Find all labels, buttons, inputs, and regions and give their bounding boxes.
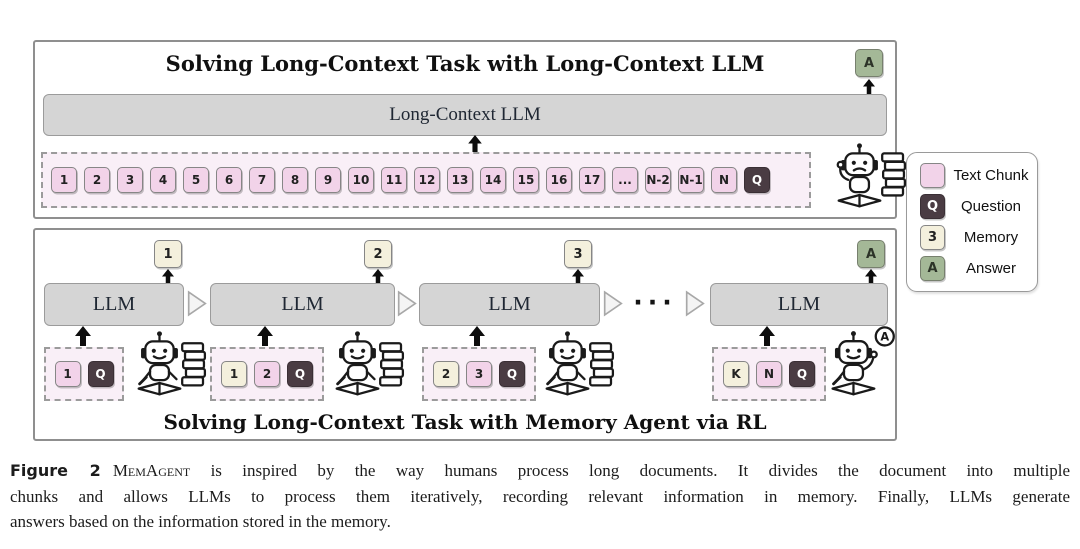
legend-label: Answer xyxy=(965,260,1017,277)
long-context-llm-bar: Long-Context LLM xyxy=(43,94,887,136)
llm-label: LLM xyxy=(488,293,531,315)
ellipsis-separator: ··· xyxy=(633,288,677,317)
chunk-box: 8 xyxy=(282,167,308,193)
llm-label: LLM xyxy=(92,293,136,315)
up-arrow-icon xyxy=(257,326,273,346)
figure-label: Figure 2 xyxy=(10,461,101,480)
caption-line-3: answers based on the information stored … xyxy=(10,512,391,531)
legend-item-question: Q Question xyxy=(907,194,1037,219)
chunk-box: N xyxy=(756,361,782,387)
chunk-box: ... xyxy=(612,167,638,193)
memory-swatch: 3 xyxy=(920,225,945,250)
up-arrow-icon xyxy=(865,269,877,284)
chunk-box: 9 xyxy=(315,167,341,193)
legend-label: Question xyxy=(960,198,1022,215)
memory-box: K xyxy=(723,361,749,387)
chunk-box: 17 xyxy=(579,167,605,193)
memory-output-box: 1 xyxy=(154,240,182,268)
svg-text:A: A xyxy=(880,330,889,344)
legend-label: Memory xyxy=(963,229,1019,246)
chunk-box: N-1 xyxy=(678,167,704,193)
legend: Text Chunk Q Question 3 Memory A Answer xyxy=(906,152,1038,292)
legend-item-memory: 3 Memory xyxy=(907,225,1037,250)
llm-box: LLM xyxy=(419,283,600,326)
up-arrow-icon xyxy=(468,135,482,152)
up-arrow-icon xyxy=(759,326,775,346)
chunk-box: 12 xyxy=(414,167,440,193)
chunk-box: 5 xyxy=(183,167,209,193)
writing-robot-icon xyxy=(137,331,207,396)
llm-box: LLM xyxy=(210,283,395,326)
caption-line-2: chunks and allows LLMs to process them i… xyxy=(10,486,1070,506)
figure-caption: Figure 2 MemAgent is inspired by the way … xyxy=(10,458,1070,535)
up-arrow-icon xyxy=(372,269,384,284)
answer-output-box: A xyxy=(857,240,885,268)
triangle-separator-icon xyxy=(187,290,207,317)
caption-text: is inspired by the way humans process lo… xyxy=(210,461,1071,480)
memory-output-box: 2 xyxy=(364,240,392,268)
legend-label: Text Chunk xyxy=(953,167,1029,184)
question-swatch: Q xyxy=(920,194,945,219)
chunk-box: 1 xyxy=(54,361,81,387)
writing-robot-icon xyxy=(545,331,615,396)
question-box: Q xyxy=(789,361,815,387)
chunk-box: 1 xyxy=(51,167,77,193)
chunk-box: 3 xyxy=(466,361,492,387)
triangle-separator-icon xyxy=(603,290,623,317)
chunk-box: 15 xyxy=(513,167,539,193)
chunk-box: 11 xyxy=(381,167,407,193)
up-arrow-icon xyxy=(469,326,485,346)
up-arrow-icon xyxy=(572,269,584,284)
answer-robot-icon: A xyxy=(831,326,895,396)
question-box: Q xyxy=(499,361,525,387)
chunk-box: N xyxy=(711,167,737,193)
legend-item-text-chunk: Text Chunk xyxy=(907,163,1037,188)
llm-label: LLM xyxy=(777,293,821,315)
chunk-box: 16 xyxy=(546,167,572,193)
memagent-brand: MemAgent xyxy=(112,461,191,480)
caption-line-1: Figure 2 MemAgent is inspired by the way … xyxy=(10,458,1070,484)
writing-robot-icon xyxy=(335,331,405,396)
chunk-box: 4 xyxy=(150,167,176,193)
memory-output-box: 3 xyxy=(564,240,592,268)
question-box: Q xyxy=(87,361,114,387)
llm-label: LLM xyxy=(281,293,324,315)
legend-item-answer: A Answer xyxy=(907,256,1037,281)
long-context-llm-label: Long-Context LLM xyxy=(389,104,541,125)
triangle-separator-icon xyxy=(397,290,417,317)
bottom-panel-title: Solving Long-Context Task with Memory Ag… xyxy=(163,410,767,434)
chunk-box: 7 xyxy=(249,167,275,193)
top-panel-title: Solving Long-Context Task with Long-Cont… xyxy=(165,51,765,76)
text-chunk-swatch xyxy=(920,163,945,188)
up-arrow-icon xyxy=(162,269,174,284)
question-box: Q xyxy=(287,361,313,387)
question-box: Q xyxy=(744,167,770,193)
llm-box: LLM xyxy=(44,283,184,326)
triangle-separator-icon xyxy=(685,290,705,317)
chunk-box: 3 xyxy=(117,167,143,193)
chunk-box: 10 xyxy=(348,167,374,193)
top-panel: Solving Long-Context Task with Long-Cont… xyxy=(33,40,907,219)
answer-box: A xyxy=(855,49,883,77)
chunk-box: N-2 xyxy=(645,167,671,193)
chunk-box: 13 xyxy=(447,167,473,193)
memory-box: 1 xyxy=(221,361,247,387)
chunk-box: 14 xyxy=(480,167,506,193)
confused-robot-icon xyxy=(836,143,907,208)
up-arrow-icon xyxy=(863,79,875,94)
chunk-box: 2 xyxy=(254,361,280,387)
chunk-box: 6 xyxy=(216,167,242,193)
up-arrow-icon xyxy=(75,326,91,346)
llm-box: LLM xyxy=(710,283,888,326)
memory-box: 2 xyxy=(433,361,459,387)
chunk-box: 2 xyxy=(84,167,110,193)
answer-swatch: A xyxy=(920,256,945,281)
